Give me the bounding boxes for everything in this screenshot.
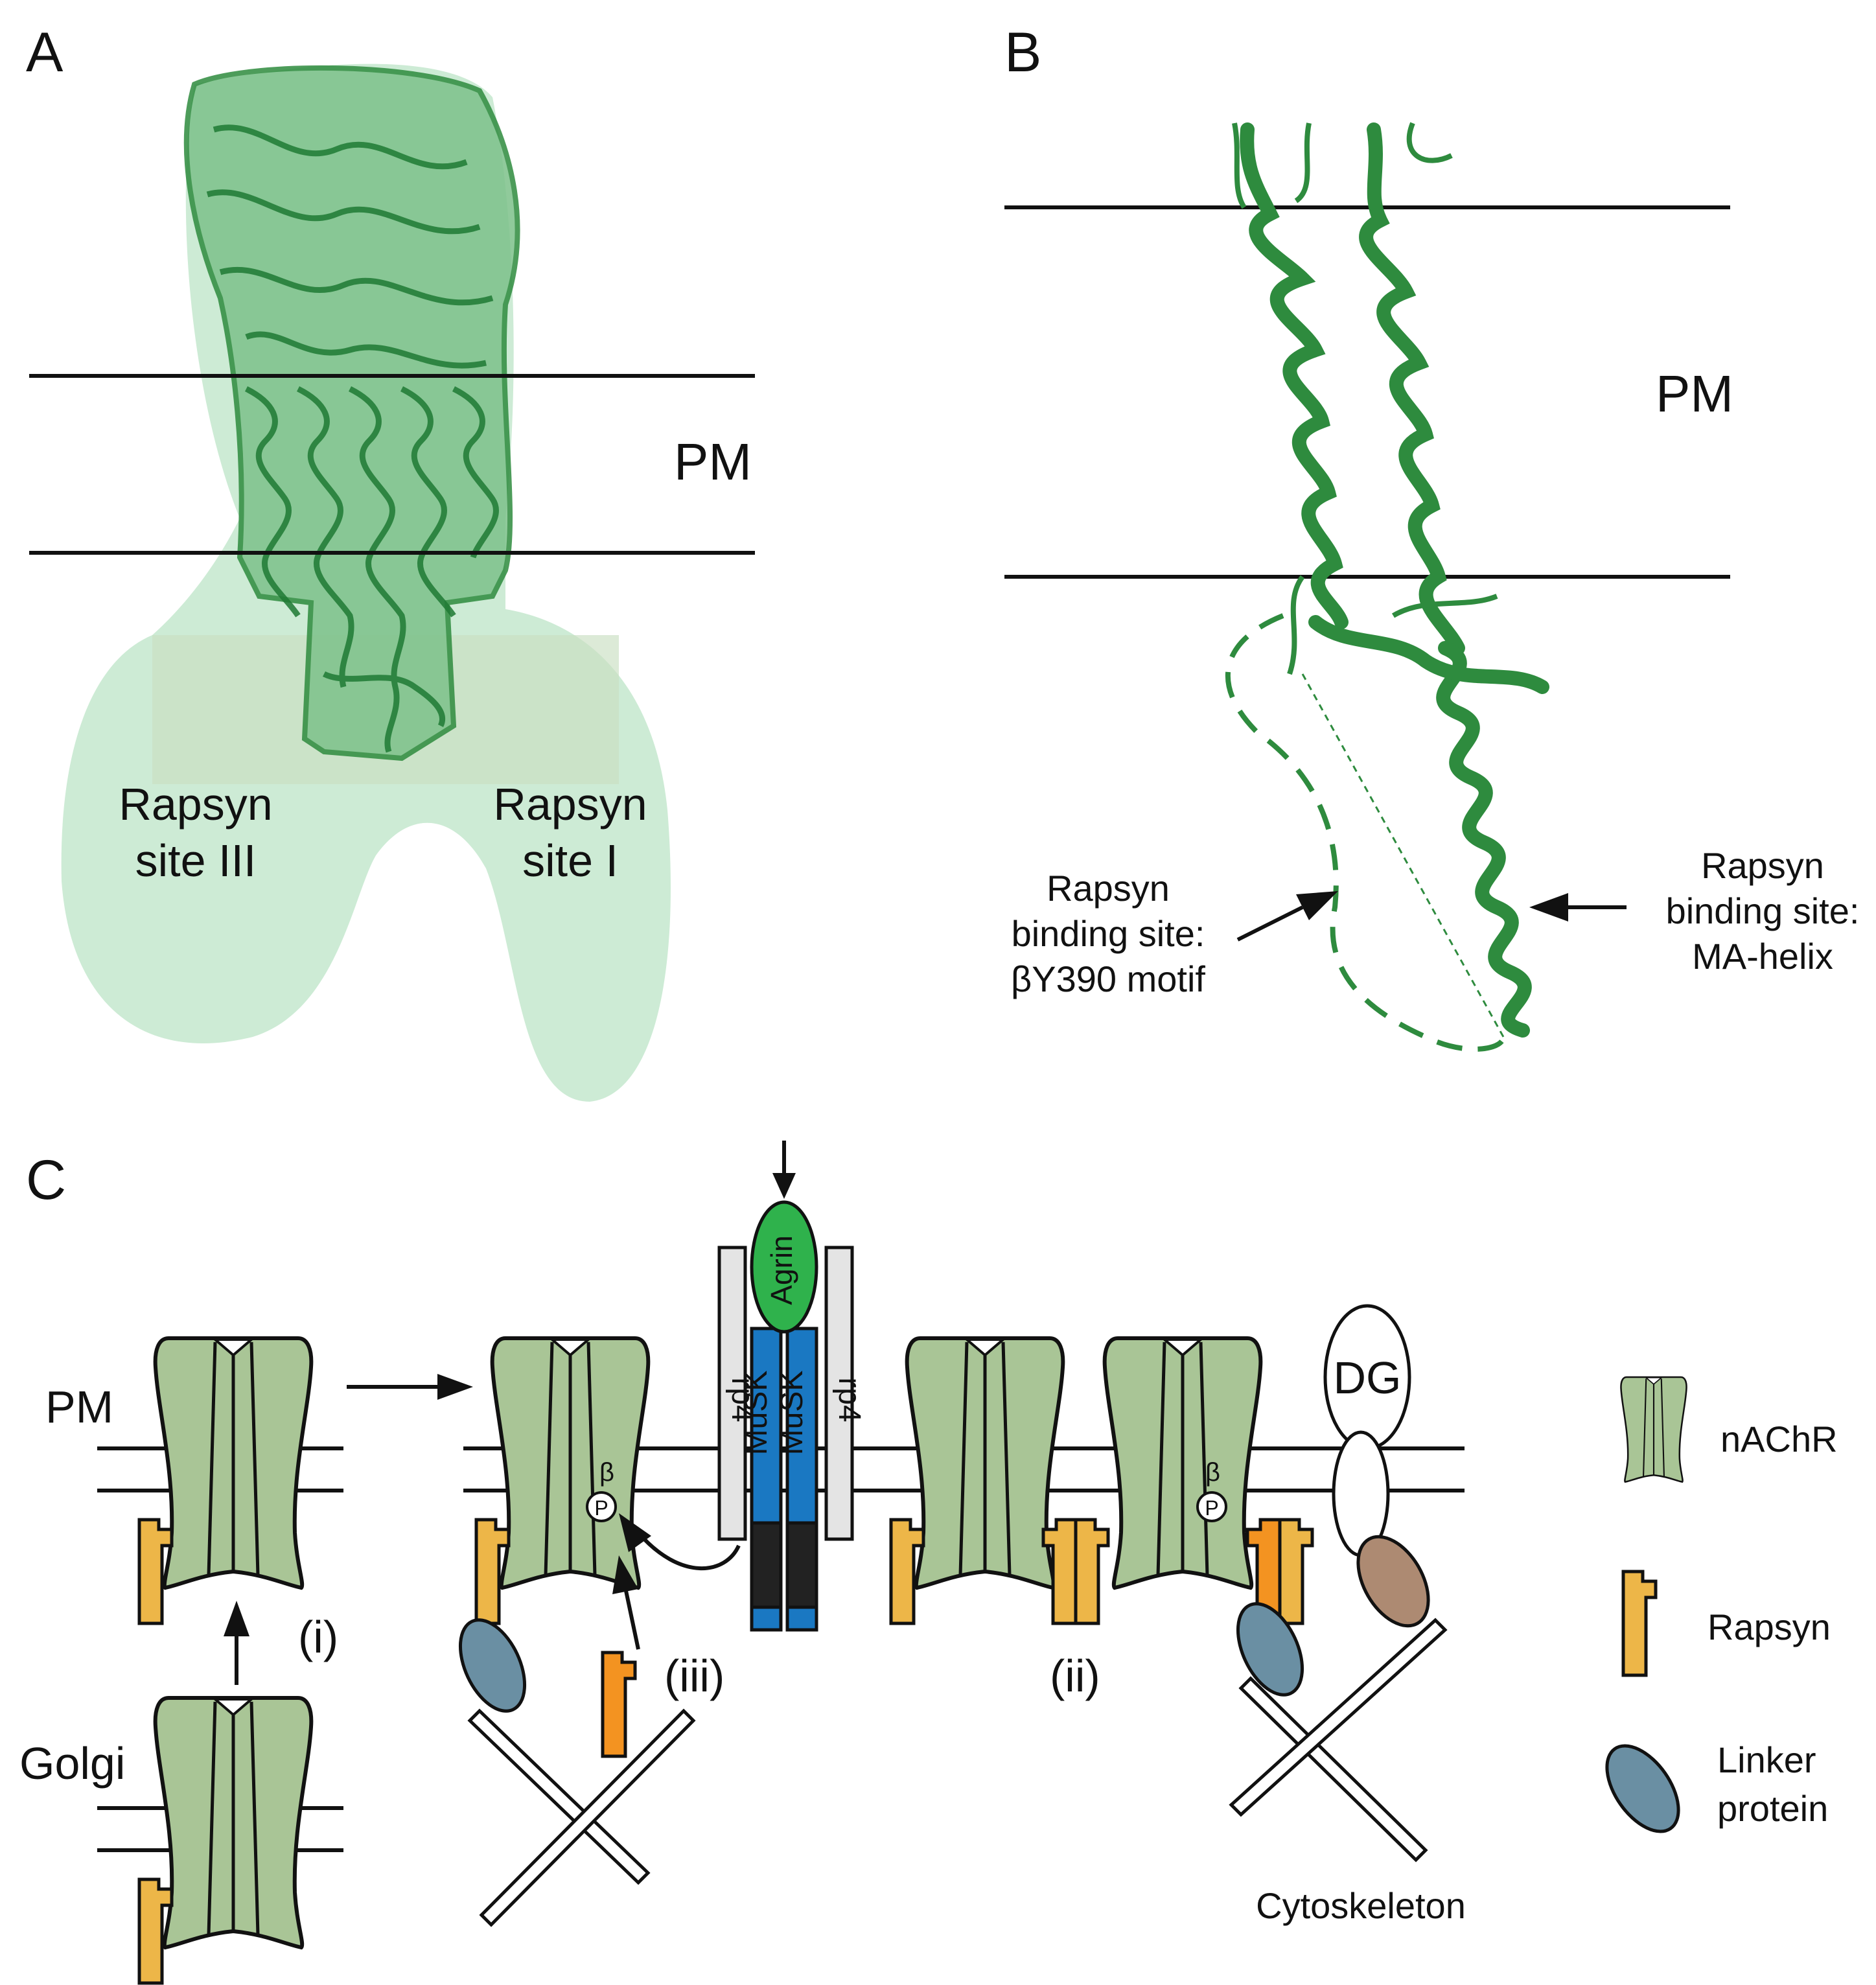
legend: nAChR Rapsyn Linker protein [1593, 1376, 1838, 1844]
site-iii-line2: site III [135, 835, 257, 886]
step-iii-label: (iii) [664, 1651, 724, 1701]
cytoskeleton-label: Cytoskeleton [1256, 1885, 1466, 1926]
right-site-line2: binding site: [1666, 890, 1860, 931]
svg-text:DG: DG [1334, 1352, 1402, 1403]
step-i-label: (i) [298, 1612, 338, 1662]
svg-text:rp4: rp4 [832, 1377, 866, 1422]
legend-rapsyn-icon [1623, 1572, 1656, 1675]
svg-text:P: P [594, 1496, 608, 1520]
arrow-iii-to-beta [612, 1555, 640, 1650]
arrow-to-cluster [347, 1374, 473, 1400]
site-i-line2: site I [522, 835, 618, 886]
rapsyn-iii [603, 1653, 635, 1756]
legend-linker-line2: protein [1717, 1788, 1828, 1829]
arrow-musk-to-beta [619, 1513, 741, 1571]
lrp4-right: rp4 [824, 1246, 866, 1541]
arrow-to-agrin [772, 1141, 796, 1199]
left-site-line3: βY390 motif [1011, 958, 1205, 999]
cytoskeleton-right [1229, 1618, 1448, 1863]
golgi-label: Golgi [19, 1738, 125, 1789]
nachr-1 [492, 1338, 649, 1588]
panel-a-letter: A [26, 21, 64, 84]
rapsyn-ii [1076, 1520, 1108, 1623]
left-site-line1: Rapsyn [1047, 868, 1170, 909]
step-ii-label: (ii) [1050, 1651, 1100, 1701]
panel-a: A PM Rapsyn site III Rapsyn site I [26, 21, 755, 1102]
musk-left: MuSK [739, 1327, 783, 1632]
svg-text:P: P [1205, 1496, 1218, 1520]
site-i-line1: Rapsyn [493, 779, 647, 830]
panel-c-letter: C [26, 1149, 66, 1211]
arrow-to-ma-helix [1529, 893, 1627, 922]
agrin: Agrin [750, 1200, 818, 1334]
panel-c: C PM Golgi (i) [19, 1141, 1466, 1983]
site-iii-line1: Rapsyn [119, 779, 272, 830]
panel-b: B PM Rapsyn binding site: βY390 motif Ra… [1004, 21, 1860, 1052]
legend-linker-icon [1593, 1733, 1693, 1844]
helix-texture [206, 124, 499, 753]
transmembrane-helices [1240, 122, 1549, 1038]
legend-nachr-label: nAChR [1720, 1419, 1838, 1459]
pm-label-a: PM [674, 433, 752, 491]
legend-linker-line1: Linker [1717, 1739, 1816, 1780]
beta-label-2: β [1205, 1458, 1220, 1487]
phospho-2: P [1196, 1491, 1227, 1522]
linker-protein-1 [447, 1610, 538, 1721]
right-site-line3: MA-helix [1692, 936, 1833, 977]
svg-text:MuSK: MuSK [739, 1371, 774, 1456]
cytoskeleton-left [467, 1708, 696, 1927]
svg-text:Agrin: Agrin [765, 1235, 798, 1305]
nachr-2 [907, 1338, 1063, 1588]
nachr-golgi [156, 1698, 312, 1947]
loops [1232, 122, 1498, 675]
nachr-pm [156, 1338, 312, 1588]
left-site-line2: binding site: [1012, 913, 1205, 954]
beta-label-1: β [599, 1458, 614, 1487]
pm-label-b: PM [1656, 365, 1733, 423]
panel-b-letter: B [1004, 21, 1041, 84]
legend-rapsyn-label: Rapsyn [1708, 1607, 1831, 1647]
arrow-to-by390 [1236, 891, 1338, 942]
arrow-golgi-to-pm [224, 1601, 249, 1685]
svg-text:MuSK: MuSK [775, 1371, 809, 1456]
nachr-structure [183, 65, 520, 761]
rapsyn-3-yellow [1280, 1520, 1312, 1623]
right-site-line1: Rapsyn [1701, 845, 1824, 886]
dystroglycan: DG [1323, 1304, 1430, 1628]
nachr-3 [1105, 1338, 1261, 1588]
pm-label-c: PM [45, 1382, 113, 1432]
musk-right: MuSK [775, 1327, 818, 1632]
legend-nachr-icon [1620, 1376, 1687, 1483]
phospho-1: P [586, 1491, 617, 1522]
